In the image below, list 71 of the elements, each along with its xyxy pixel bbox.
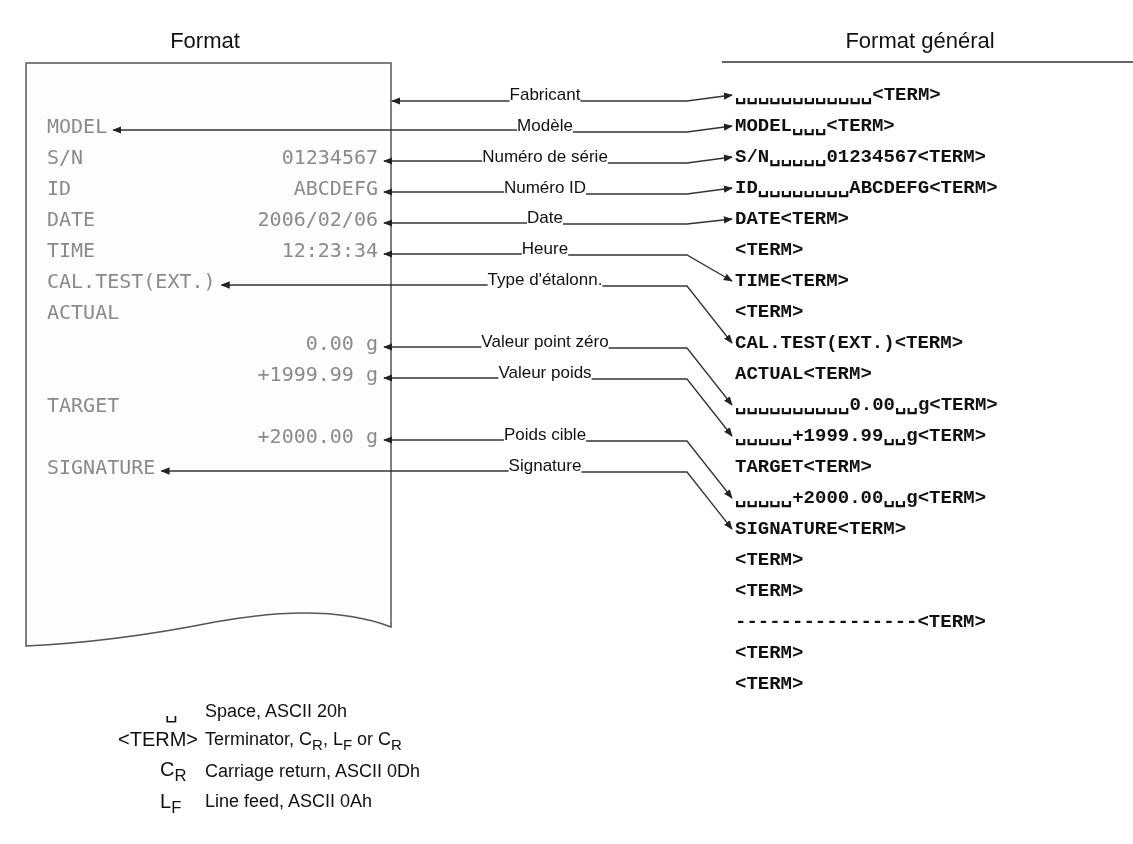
leader-line — [383, 374, 500, 382]
format-line: MODEL␣␣␣<TERM> — [735, 114, 895, 138]
leader-line — [608, 347, 733, 406]
leader-line — [220, 281, 489, 289]
leader-line — [585, 185, 733, 195]
field-value: 2006/02/06 — [257, 206, 378, 232]
leader-line — [607, 154, 733, 164]
field-name: TIME — [47, 237, 96, 263]
callout-text: Valeur poids — [496, 363, 594, 383]
printout-text: +2000.00 g — [257, 423, 378, 449]
field-value: ABCDEFG — [293, 175, 378, 201]
printout-text: MODEL — [47, 113, 108, 139]
field-name: ID — [47, 175, 72, 201]
key-symbol: L$_{F}$ — [160, 790, 182, 819]
key-symbol: <TERM> — [118, 728, 199, 750]
format-line: <TERM> — [735, 300, 804, 324]
leader-line — [562, 216, 733, 225]
format-line: CAL.TEST(EXT.)<TERM> — [735, 331, 964, 355]
field-value: 01234567 — [281, 144, 378, 170]
format-line: DATE<TERM> — [735, 207, 850, 231]
format-line: ACTUAL<TERM> — [735, 362, 872, 386]
key-symbol: ␣ — [165, 700, 178, 722]
format-line: ␣␣␣␣␣␣␣␣␣␣␣␣<TERM> — [735, 83, 941, 107]
heading: Format — [170, 28, 240, 54]
leader-line — [585, 440, 733, 499]
leader-line — [579, 92, 733, 102]
heading: Format général — [845, 28, 995, 54]
leader-line — [160, 467, 510, 475]
key-description: Line feed, ASCII 0Ah — [205, 790, 373, 812]
printout-text: TARGET — [47, 392, 120, 418]
format-line: ID␣␣␣␣␣␣␣␣ABCDEFG<TERM> — [735, 176, 998, 200]
leader-line — [112, 126, 518, 134]
leader-line — [383, 343, 482, 351]
printout-text: +1999.99 g — [257, 361, 378, 387]
field-value: 12:23:34 — [281, 237, 378, 263]
field-name: DATE — [47, 206, 96, 232]
key-description: Space, ASCII 20h — [205, 700, 348, 722]
format-line: <TERM> — [735, 579, 804, 603]
leader-line — [391, 97, 511, 105]
leader-line — [601, 285, 733, 344]
printout-text: SIGNATURE — [47, 454, 156, 480]
key-description: Terminator, C$_{R}$, L$_{F}$ or C$_{R}$ — [205, 728, 402, 755]
printout-text: CAL.TEST(EXT.) — [47, 268, 216, 294]
format-line: ␣␣␣␣␣+1999.99␣␣g<TERM> — [735, 424, 987, 448]
key-symbol: C$_{R}$ — [160, 758, 187, 787]
leader-line — [383, 250, 523, 258]
format-line: TARGET<TERM> — [735, 455, 872, 479]
format-line: TIME<TERM> — [735, 269, 850, 293]
format-line: <TERM> — [735, 548, 804, 572]
leader-line — [580, 471, 733, 530]
printout-text: 0.00 g — [305, 330, 378, 356]
format-line: S/N␣␣␣␣␣01234567<TERM> — [735, 145, 987, 169]
leader-line — [383, 188, 505, 196]
format-line: ----------------<TERM> — [735, 610, 986, 634]
callout-text: Signature — [506, 456, 584, 476]
format-line: <TERM> — [735, 672, 804, 696]
leader-line — [567, 254, 733, 282]
leader-line — [572, 123, 733, 133]
format-line: ␣␣␣␣␣+2000.00␣␣g<TERM> — [735, 486, 987, 510]
leader-line — [591, 378, 733, 437]
callout-text: Valeur point zéro — [479, 332, 611, 352]
field-name: S/N — [47, 144, 84, 170]
format-line: SIGNATURE<TERM> — [735, 517, 907, 541]
key-description: Carriage return, ASCII 0Dh — [205, 760, 421, 782]
format-line: <TERM> — [735, 641, 804, 665]
format-line: ␣␣␣␣␣␣␣␣␣␣0.00␣␣g<TERM> — [735, 393, 998, 417]
leader-line — [383, 436, 505, 444]
leader-line — [383, 157, 483, 165]
leader-line — [383, 219, 528, 227]
format-line: <TERM> — [735, 238, 804, 262]
printout-text: ACTUAL — [47, 299, 120, 325]
